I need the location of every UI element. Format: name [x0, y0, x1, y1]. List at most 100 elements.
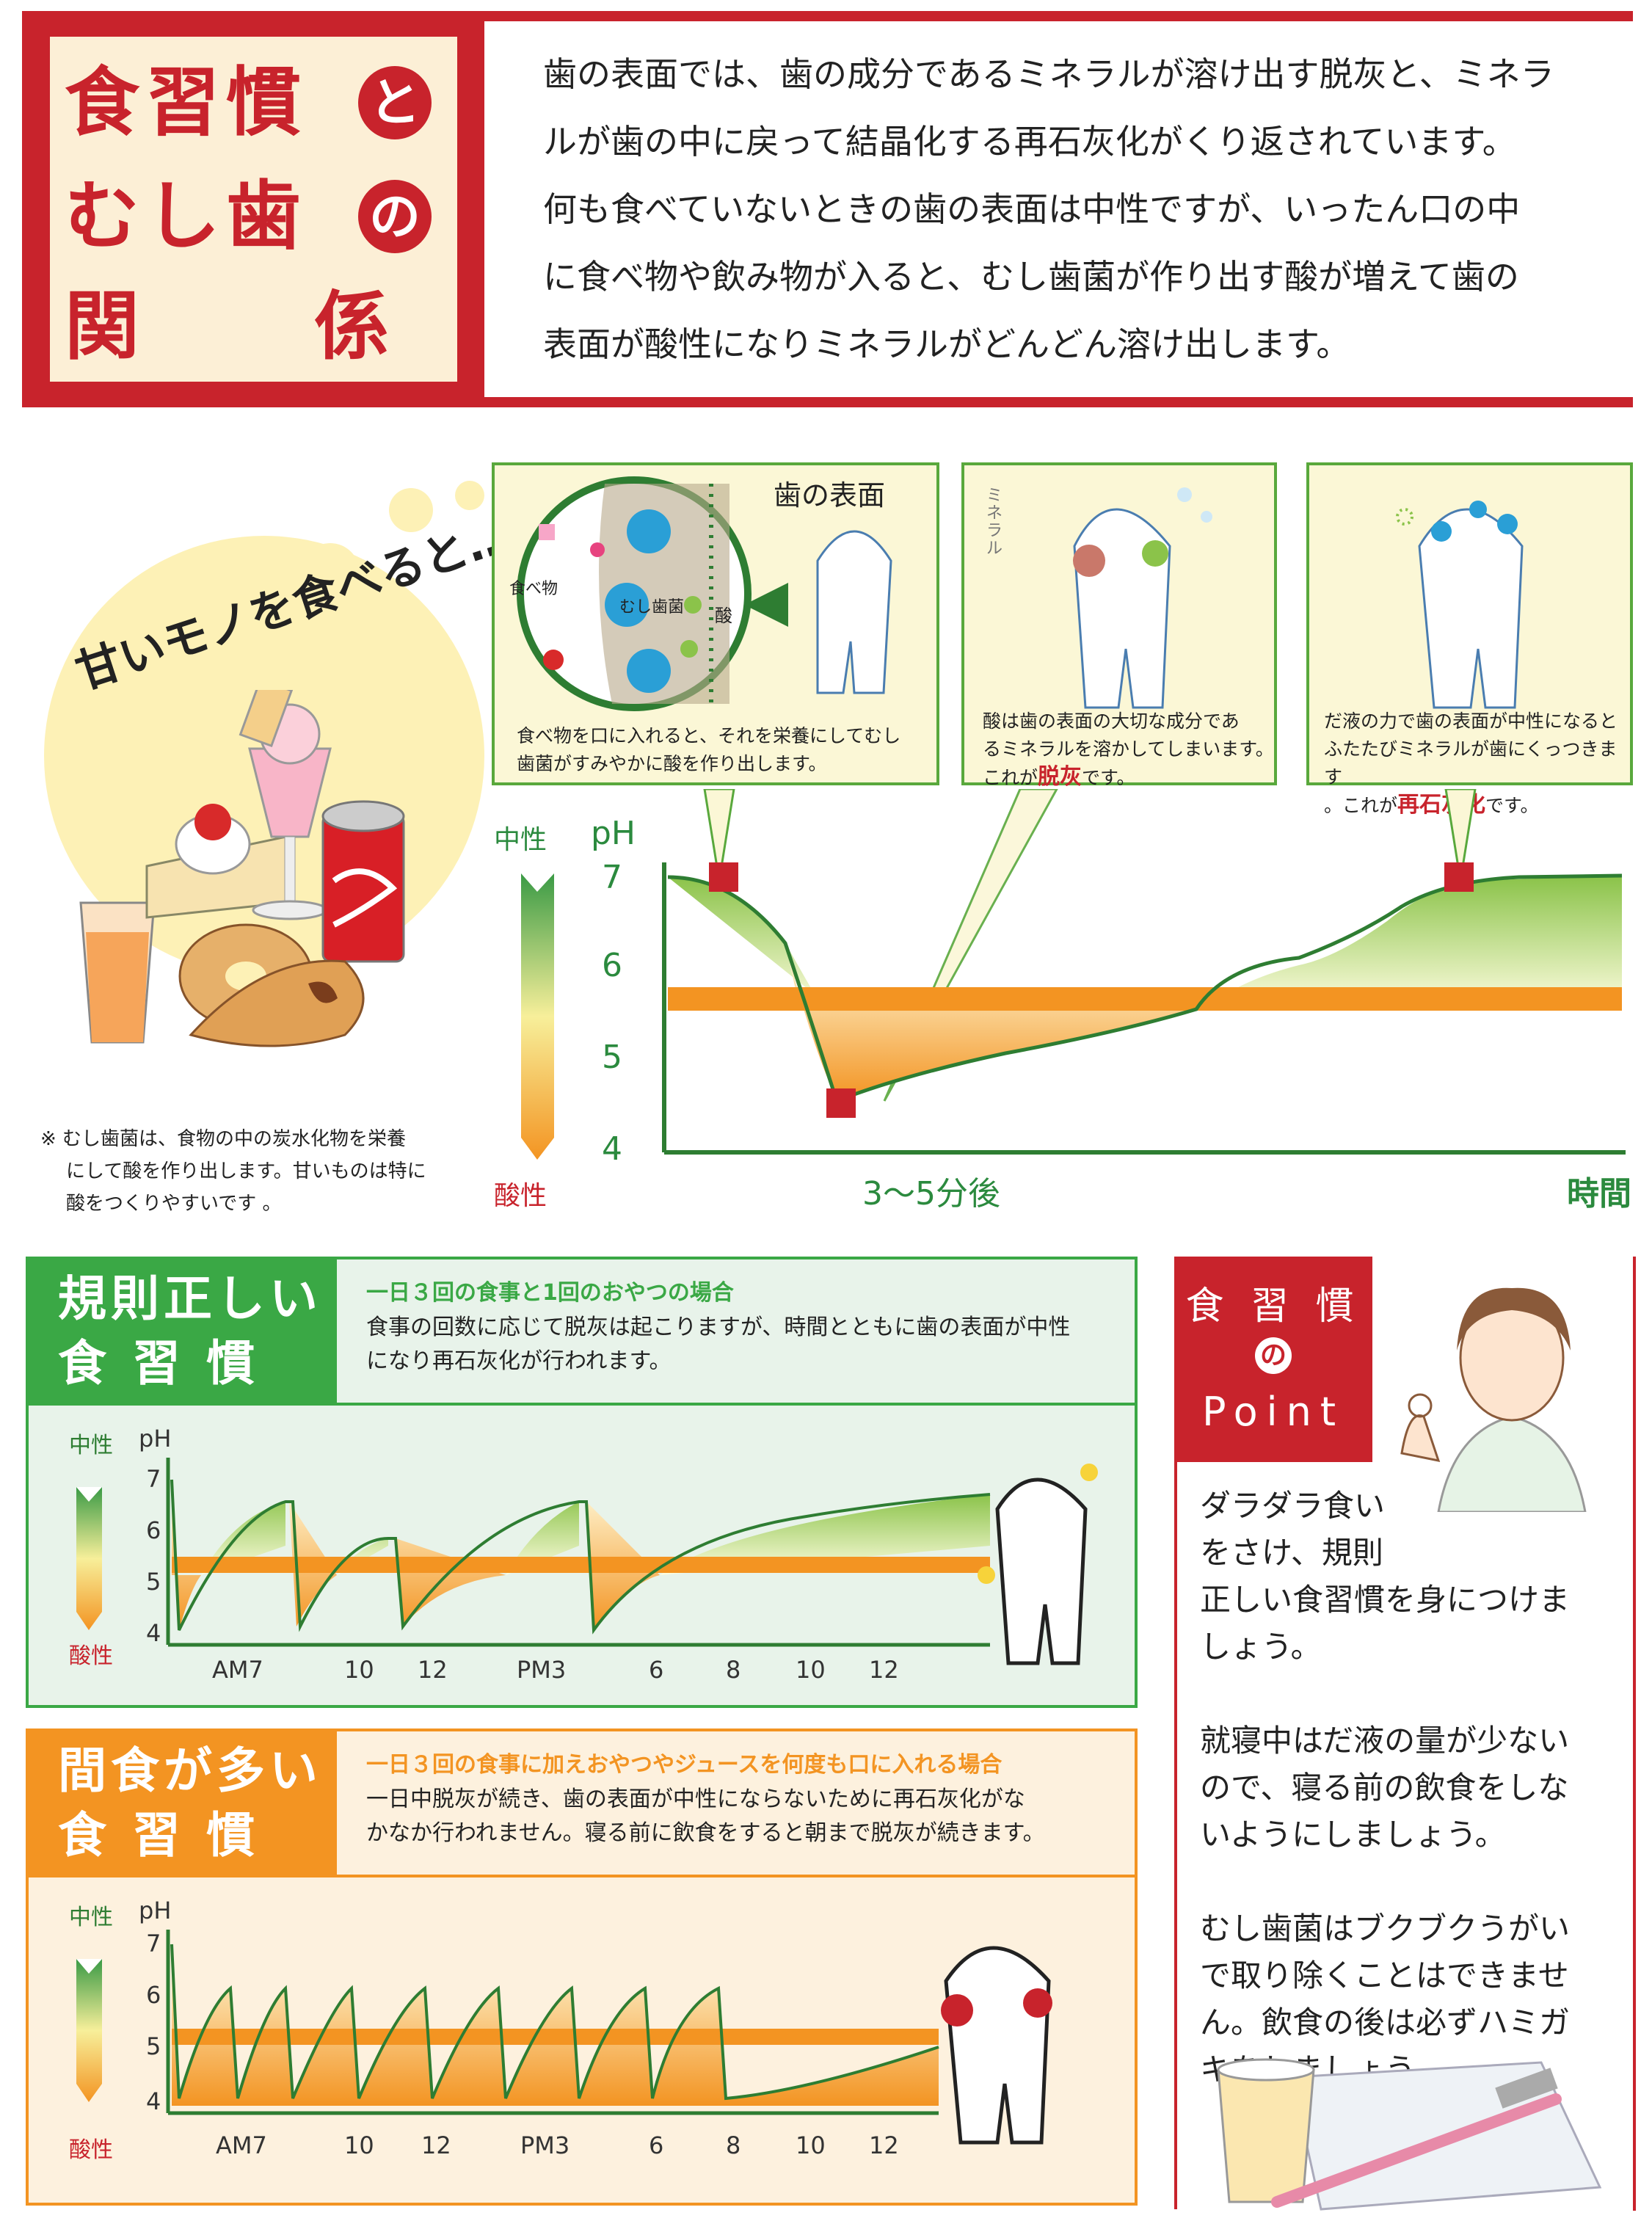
header-title-panel: 食習慣 と むし歯 の 関 係: [50, 37, 457, 382]
label-tooth-surface: 歯の表面: [774, 479, 886, 512]
point-title-box: 食 習 慣 の Point: [1174, 1257, 1372, 1462]
regular-xtick: 6: [649, 1656, 664, 1684]
bacteria-note: ※ むし歯菌は、食物の中の炭水化物を栄養 にして酸を作り出します。甘いものは特に…: [40, 1123, 451, 1220]
regular-subtitle: 一日３回の食事と1回のおやつの場合: [366, 1280, 734, 1306]
divider: [29, 1403, 1135, 1406]
intro-line: 歯の表面では、歯の成分であるミネラルが溶け出す脱灰と、ミネラ: [543, 54, 1554, 94]
title-line1: 食習慣: [65, 59, 307, 147]
remineralized-tooth: [1396, 501, 1524, 709]
note-line: 酸をつくりやすいです 。: [66, 1193, 282, 1215]
intro-line: 表面が酸性になりミネラルがどんどん溶け出します。: [543, 324, 1350, 364]
scale-neutral: 中性: [494, 825, 547, 855]
panel-acid-production: 歯の表面 食べ物 むし歯菌 酸 食べ物を口に入れると、それを栄養にしてむし 歯菌…: [492, 462, 939, 785]
intro-line: 何も食べていないときの歯の表面は中性ですが、いったん口の中: [543, 189, 1521, 229]
thought-bubble: [389, 488, 433, 532]
frequent-xtick: PM3: [520, 2131, 570, 2159]
panel-demineralization: ミネラル 酸は歯の表面の大切な成分であ るミネラルを溶かしてしまいます。 これが…: [961, 462, 1277, 790]
nurse-illustration: [1400, 1287, 1587, 1512]
toothbrush-cup-illustration: [1217, 2058, 1602, 2211]
desc-line: 一日中脱灰が続き、歯の表面が中性にならないために再石灰化がな: [366, 1786, 1025, 1812]
frequent-xtick: 6: [649, 2131, 664, 2159]
frequent-description: 一日中脱灰が続き、歯の表面が中性にならないために再石灰化がな かなか行われません…: [366, 1783, 1045, 1850]
note-line: にして酸を作り出します。甘いものは特に: [66, 1160, 426, 1182]
frequent-snacking-section: 間食が多い 食 習 慣 一日３回の食事に加えおやつやジュースを何度も口に入れる場…: [26, 1728, 1138, 2206]
point-line: をさけ、規則: [1200, 1535, 1383, 1571]
regular-ytick: 5: [146, 1568, 161, 1596]
frequent-ytick: 6: [146, 1981, 161, 2009]
regular-ph-label: pH: [139, 1425, 172, 1453]
panel2-caption: 酸は歯の表面の大切な成分であ るミネラルを溶かしてしまいます。 これが脱灰です。: [983, 708, 1274, 792]
point-rule-left: [1174, 1461, 1177, 2209]
x-label-minutes: 3〜5分後: [862, 1175, 1000, 1213]
regular-heading2: 食 習 慣: [58, 1335, 259, 1392]
frequent-xtick: 10: [344, 2131, 374, 2159]
regular-ytick: 4: [146, 1619, 161, 1647]
caption-line: 食べ物を口に入れると、それを栄養にしてむし: [517, 725, 901, 746]
intro-line: に食べ物や飲み物が入ると、むし歯菌が作り出す酸が増えて歯の: [543, 257, 1519, 297]
frequent-ytick: 7: [146, 1930, 161, 1957]
caption-line: 酸は歯の表面の大切な成分であ: [983, 710, 1240, 732]
ph-tick-6: 6: [602, 947, 622, 984]
main-ph-chart: [521, 789, 1626, 1160]
x-label-time: 時間: [1567, 1175, 1631, 1213]
regular-heading1: 規則正しい: [58, 1271, 322, 1327]
regular-ytick: 7: [146, 1465, 161, 1493]
point-line: ダラダラ食い: [1200, 1488, 1386, 1524]
regular-habit-section: 規則正しい 食 習 慣 一日３回の食事と1回のおやつの場合 食事の回数に応じて脱…: [26, 1257, 1138, 1708]
regular-xtick: AM7: [212, 1656, 263, 1684]
ph-label: pH: [591, 815, 636, 852]
ph-tick-4: 4: [602, 1130, 622, 1168]
point-line: ん。飲食の後は必ずハミガ: [1200, 2004, 1571, 2040]
frequent-ytick: 4: [146, 2087, 161, 2115]
ph-tick-5: 5: [602, 1039, 622, 1076]
regular-description: 食事の回数に応じて脱灰は起こりますが、時間とともに歯の表面が中性 になり再石灰化…: [366, 1311, 1070, 1378]
caption-pre: 。これが: [1324, 795, 1398, 816]
panel-remineralization: だ液の力で歯の表面が中性になると ふたたびミネラルが歯にくっつきます 。これが再…: [1306, 462, 1633, 818]
title-line2: むし歯: [65, 173, 307, 261]
thought-bubble: [455, 481, 484, 510]
frequent-subtitle: 一日３回の食事に加えおやつやジュースを何度も口に入れる場合: [366, 1752, 1003, 1778]
caption-line: ふたたびミネラルが歯にくっつきます: [1324, 738, 1618, 788]
point-line: 就寝中はだ液の量が少ない: [1200, 1723, 1570, 1759]
term-demineralization: 脱灰: [1038, 764, 1082, 790]
regular-xtick: 8: [726, 1656, 741, 1684]
note-line: ※ むし歯菌は、食物の中の炭水化物を栄養: [40, 1128, 407, 1150]
bacteria-illustration: [517, 476, 892, 711]
caption-line: 歯菌がすみやかに酸を作り出します。: [517, 753, 827, 774]
scale-acidic: 酸性: [494, 1181, 547, 1211]
title-circle-no: の: [358, 180, 432, 253]
frequent-heading2: 食 習 慣: [58, 1807, 259, 1864]
caption-pre: これが: [983, 767, 1038, 788]
point-text: ダラダラ食い をさけ、規則 正しい食習慣を身につけま しょう。 就寝中はだ液の量…: [1200, 1483, 1574, 2093]
caption-line: これが脱灰です。: [983, 763, 1274, 792]
regular-ytick: 6: [146, 1516, 161, 1544]
label-acid: 酸: [715, 606, 732, 626]
spacer: [1200, 1671, 1574, 1717]
label-bacteria: むし歯菌: [619, 598, 685, 617]
demineralized-tooth: [1073, 487, 1212, 709]
regular-xtick: 10: [344, 1656, 374, 1684]
panel1-caption: 食べ物を口に入れると、それを栄養にしてむし 歯菌がすみやかに酸を作り出します。: [517, 722, 900, 778]
frequent-xtick: AM7: [216, 2131, 267, 2159]
caption-line: だ液の力で歯の表面が中性になると: [1324, 710, 1618, 732]
point-line: いようにしましょう。: [1200, 1817, 1506, 1853]
frequent-ph-chart: [76, 1930, 1052, 2145]
caption-post: です。: [1485, 795, 1539, 816]
regular-neutral: 中性: [69, 1433, 113, 1458]
frequent-xtick: 10: [796, 2131, 826, 2159]
caption-line: るミネラルを溶かしてしまいます。: [983, 738, 1274, 760]
title-line3-right: 係: [314, 283, 395, 371]
frequent-ph-label: pH: [139, 1897, 172, 1924]
regular-xtick: PM3: [517, 1656, 567, 1684]
regular-acidic: 酸性: [69, 1643, 113, 1669]
label-mineral: ミネラル: [986, 487, 1003, 558]
intro-line: ルが歯の中に戻って結晶化する再石灰化がくり返されています。: [543, 122, 1516, 161]
regular-heading-block: [29, 1259, 337, 1403]
frequent-xtick: 12: [869, 2131, 899, 2159]
ph-tick-7: 7: [602, 859, 622, 896]
point-title2: の: [1255, 1337, 1292, 1374]
desc-line: かなか行われません。寝る前に飲食をすると朝まで脱灰が続きます。: [366, 1820, 1045, 1846]
regular-ph-chart: [76, 1458, 1098, 1665]
frequent-ytick: 5: [146, 2032, 161, 2060]
point-line: で取り除くことはできませ: [1200, 1957, 1569, 1993]
